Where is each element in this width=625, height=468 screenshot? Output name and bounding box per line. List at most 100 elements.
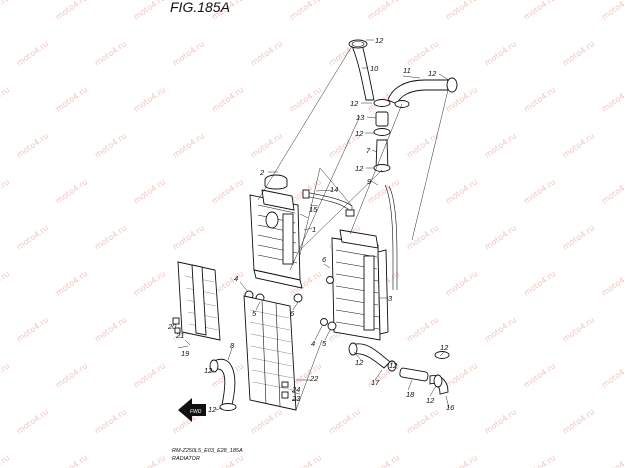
watermark-text: moto4.ru (54, 269, 89, 297)
watermark-text: moto4.ru (0, 85, 11, 113)
watermark-text: moto4.ru (600, 85, 625, 113)
callout-21: 21 (175, 331, 184, 340)
watermark-text: moto4.ru (249, 407, 284, 435)
callout-22: 22 (309, 374, 319, 383)
watermark-text: moto4.ru (54, 453, 89, 468)
callout-15: 15 (309, 205, 318, 214)
clamp-12-hose16 (433, 374, 443, 388)
watermark-text: moto4.ru (405, 407, 440, 435)
watermark-text: moto4.ru (132, 85, 167, 113)
watermark-text: moto4.ru (405, 131, 440, 159)
watermark-text: moto4.ru (522, 0, 557, 22)
watermark-text: moto4.ru (444, 177, 479, 205)
clamp-12-hose17 (348, 342, 358, 356)
radiator-left-1 (249, 189, 303, 289)
watermark-text: moto4.ru (15, 39, 50, 67)
radiator-hose-11 (387, 79, 449, 105)
watermark-text: moto4.ru (522, 453, 557, 468)
watermark-text: moto4.ru (522, 85, 557, 113)
watermark-text: moto4.ru (54, 177, 89, 205)
radiator-hose-17 (351, 343, 391, 369)
callout-12: 12 (355, 164, 364, 173)
callout-4: 4 (234, 274, 238, 283)
grommet-4-right (320, 318, 328, 326)
bolt-6-left (293, 293, 303, 303)
watermark-text: moto4.ru (93, 39, 128, 67)
watermark-text: moto4.ru (93, 223, 128, 251)
watermark-text: moto4.ru (405, 315, 440, 343)
watermark-text: moto4.ru (483, 39, 518, 67)
watermark-text: moto4.ru (171, 131, 206, 159)
callout-16: 16 (446, 403, 455, 412)
watermark-text: moto4.ru (249, 39, 284, 67)
radiator-cap-2 (264, 174, 288, 190)
watermark-text: moto4.ru (327, 407, 362, 435)
fwd-label: FWD (190, 409, 202, 415)
clip-15b (345, 209, 355, 217)
watermark-text: moto4.ru (0, 269, 11, 297)
watermark-text: moto4.ru (132, 0, 167, 22)
callout-7: 7 (366, 146, 371, 155)
watermark-text: moto4.ru (93, 407, 128, 435)
watermark-text: moto4.ru (483, 223, 518, 251)
watermark-text: moto4.ru (561, 407, 596, 435)
callout-17: 17 (371, 378, 380, 387)
pipe-18 (399, 367, 429, 382)
callout-19: 19 (181, 349, 190, 358)
watermark-text: moto4.ru (483, 315, 518, 343)
watermark-text: moto4.ru (600, 269, 625, 297)
watermark-text: moto4.ru (15, 407, 50, 435)
watermark-text: moto4.ru (171, 223, 206, 251)
clamp-12-pipe (434, 351, 450, 359)
watermark-text: moto4.ru (600, 361, 625, 389)
watermark-text: moto4.ru (522, 269, 557, 297)
watermark-text: moto4.ru (444, 0, 479, 22)
breather-hose-14b (304, 195, 349, 216)
callout-12: 12 (350, 99, 359, 108)
watermark-text: moto4.ru (210, 453, 245, 468)
front-direction-arrow: FWD (178, 398, 206, 422)
callout-5: 5 (322, 339, 327, 348)
hose-union-13 (375, 111, 389, 127)
callout-12: 12 (389, 361, 398, 370)
callout-3: 3 (388, 294, 393, 303)
bolt-6-right (326, 276, 334, 284)
watermark-text: moto4.ru (366, 453, 401, 468)
upper-hose-10 (351, 43, 375, 101)
watermark-text: moto4.ru (249, 131, 284, 159)
clamp-12-top-inner (351, 41, 365, 47)
callout-20: 20 (167, 322, 177, 331)
callout-4: 4 (311, 339, 315, 348)
watermark-text: moto4.ru (561, 223, 596, 251)
callout-12: 12 (428, 69, 437, 78)
bolt-23 (281, 391, 289, 399)
watermark-text: moto4.ru (444, 453, 479, 468)
clamp-12-right (446, 77, 458, 93)
clip-15 (302, 189, 310, 199)
watermark-text: moto4.ru (210, 85, 245, 113)
watermark-text: moto4.ru (600, 0, 625, 22)
watermark-text: moto4.ru (444, 361, 479, 389)
clamp-12-hose8-bottom (219, 403, 237, 411)
routing-lines (257, 45, 449, 411)
watermark-text: moto4.ru (0, 361, 11, 389)
callout-18: 18 (406, 390, 415, 399)
watermark-text: moto4.ru (54, 361, 89, 389)
watermark-text: moto4.ru (0, 177, 11, 205)
watermark-text: moto4.ru (522, 177, 557, 205)
callout-11: 11 (403, 66, 411, 75)
footer-code: RM-Z250L5_E03_E28_185A (172, 448, 243, 454)
screw-21 (174, 327, 181, 334)
figure-title: FIG.185A (170, 0, 230, 15)
watermark-text: moto4.ru (93, 315, 128, 343)
watermark-text: moto4.ru (522, 361, 557, 389)
callout-6: 6 (290, 309, 295, 318)
radiator-right-3 (331, 229, 389, 341)
watermark-text: moto4.ru (405, 39, 440, 67)
callout-12: 12 (426, 396, 435, 405)
callout-14: 14 (330, 185, 338, 194)
watermark-text: moto4.ru (132, 177, 167, 205)
callout-13: 13 (356, 113, 365, 122)
watermark-text: moto4.ru (0, 453, 11, 468)
